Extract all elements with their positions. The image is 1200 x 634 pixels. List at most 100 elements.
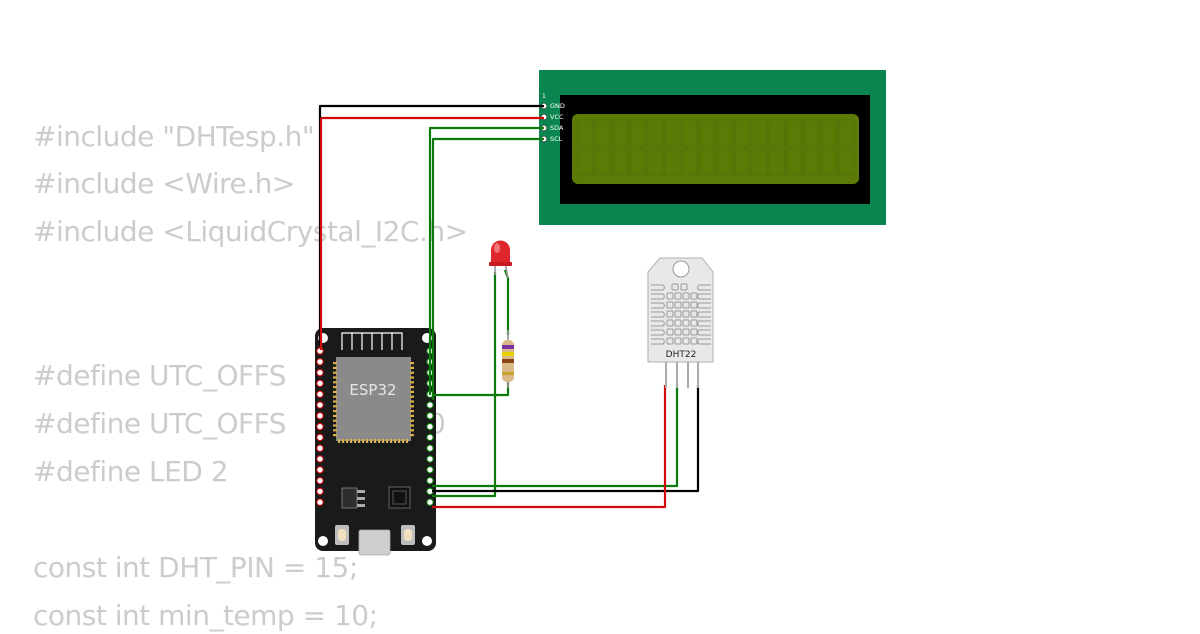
led-highlight (494, 243, 500, 253)
dht22-grill-slot (674, 337, 682, 345)
dht22-grill (651, 283, 711, 345)
dht22-grill-slot (682, 301, 690, 309)
esp32-pin[interactable] (316, 412, 324, 420)
lcd-pin-label-sda: SDA (550, 124, 564, 132)
lcd-char-cell (681, 119, 698, 147)
code-line-7: #define LED 2 (33, 455, 229, 488)
wire-sda-lcd[interactable] (428, 126, 544, 395)
reset-button-cap (404, 529, 412, 541)
module-pad (333, 381, 337, 384)
esp32-pin[interactable] (316, 466, 324, 474)
lcd-char-cell (838, 119, 855, 147)
esp32-pin[interactable] (316, 401, 324, 409)
module-pad (410, 434, 414, 437)
esp32-pin[interactable] (426, 476, 434, 485)
module-pad (338, 439, 341, 443)
dht22-grill-side (651, 320, 665, 327)
module-pad (410, 410, 414, 413)
dht22-grill-slot (690, 310, 698, 318)
module-pad (410, 405, 414, 408)
esp32-pin[interactable] (316, 358, 324, 366)
dht22-grill-side (697, 293, 711, 300)
resistor[interactable] (502, 330, 514, 388)
wire-resistor-led[interactable] (503, 269, 510, 335)
lcd-character-grid (577, 119, 855, 176)
wire-vcc-lcd[interactable] (319, 116, 544, 350)
wire-scl-lcd[interactable] (431, 137, 544, 400)
esp32-pin[interactable] (316, 476, 324, 485)
esp32-pin[interactable] (426, 422, 434, 431)
red-led[interactable] (489, 240, 512, 279)
wire-led-gnd[interactable] (432, 272, 497, 498)
esp32-pin[interactable] (316, 390, 324, 398)
dht22-grill-slot (666, 319, 674, 327)
dht22-grill-slot (690, 328, 698, 336)
dht22-grill-side (651, 293, 665, 300)
lcd-char-cell (699, 148, 716, 176)
esp32-pin[interactable] (426, 433, 434, 442)
boot-button[interactable] (335, 525, 349, 545)
esp32-pin[interactable] (426, 455, 434, 463)
wire-dht-gnd[interactable] (432, 385, 700, 493)
module-pads (333, 362, 414, 443)
esp32-pin[interactable] (426, 412, 434, 420)
esp32-pin[interactable] (316, 422, 324, 431)
lcd-char-cell (664, 119, 681, 147)
module-pad (333, 414, 337, 417)
esp32-pin[interactable] (316, 379, 324, 388)
module-pad (333, 410, 337, 413)
dht22-grill-side (651, 284, 665, 291)
module-pad (382, 439, 385, 443)
lcd-display[interactable]: 1 GND VCC SDA SCL (539, 70, 886, 225)
reset-button[interactable] (401, 525, 415, 545)
esp32-pin[interactable] (316, 444, 324, 452)
lcd-char-cell (629, 148, 646, 176)
code-line-5: #define UTC_OFFS (33, 359, 287, 392)
dht22-grill-slot (674, 328, 682, 336)
module-pad (333, 419, 337, 422)
dht22-grill-slot (671, 283, 679, 291)
esp32-pin[interactable] (316, 487, 324, 496)
wire-dht-data[interactable] (432, 385, 679, 488)
module-pad (410, 414, 414, 417)
esp32-pin[interactable] (426, 466, 434, 474)
module-pad (333, 366, 337, 369)
module-pad (402, 439, 405, 443)
dht22-grill-slot (666, 337, 674, 345)
esp32-pin[interactable] (426, 444, 434, 452)
lcd-char-cell (612, 148, 629, 176)
code-line-10: const int min_temp = 10; (33, 599, 378, 632)
dht22-grill-slot (682, 292, 690, 300)
module-pad (333, 395, 337, 398)
esp32-board[interactable]: ESP32 (315, 328, 436, 556)
lcd-char-cell (681, 148, 698, 176)
usb-uart-chip (388, 486, 411, 509)
module-pad (370, 439, 373, 443)
code-line-2: #include <Wire.h> (33, 167, 295, 200)
module-pad (333, 386, 337, 389)
module-pad (386, 439, 389, 443)
esp32-pin[interactable] (316, 368, 324, 377)
esp32-pin[interactable] (316, 433, 324, 442)
module-pad (333, 376, 337, 379)
lcd-char-cell (647, 148, 664, 176)
esp32-pin[interactable] (316, 498, 324, 506)
module-pad (346, 439, 349, 443)
micro-usb-port[interactable] (358, 529, 391, 556)
lcd-char-cell (577, 119, 594, 147)
module-pad (374, 439, 377, 443)
module-pad (410, 419, 414, 422)
module-pad (410, 366, 414, 369)
led-body (491, 240, 510, 264)
dht22-grill-side (697, 302, 711, 309)
esp32-pin[interactable] (316, 455, 324, 463)
dht22-label: DHT22 (666, 350, 697, 360)
dht22-grill-side (651, 338, 665, 345)
lcd-char-cell (664, 148, 681, 176)
code-line-9: const int DHT_PIN = 15; (33, 551, 358, 584)
wire-dht-vcc[interactable] (432, 385, 667, 509)
dht22-sensor[interactable]: DHT22 (647, 257, 714, 388)
wire-led-gpio[interactable] (432, 380, 510, 397)
esp32-pin[interactable] (426, 498, 434, 506)
esp32-pin[interactable] (426, 401, 434, 409)
